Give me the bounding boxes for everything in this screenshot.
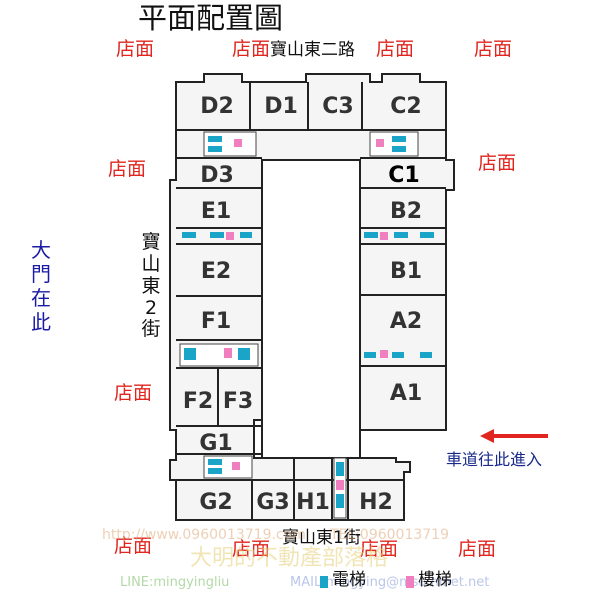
unit-label: F1	[201, 309, 231, 334]
page-title: 平面配置圖	[138, 1, 284, 35]
unit-label: B1	[390, 259, 422, 284]
unit-label: C2	[390, 94, 421, 119]
unit-label: F2	[183, 389, 213, 414]
watermark-tel: TEL:0960013719	[330, 527, 449, 543]
courtyard	[261, 159, 361, 459]
unit-label: A2	[390, 309, 422, 334]
elevator-mark	[240, 232, 252, 238]
unit-label: G1	[199, 431, 232, 456]
elevator-mark	[208, 468, 222, 474]
elevator-mark	[364, 352, 376, 358]
unit-label: F3	[223, 389, 253, 414]
unit-label: C3	[322, 94, 353, 119]
stairs-mark	[376, 139, 384, 147]
stairs-mark	[226, 232, 234, 240]
elevator-mark	[392, 146, 406, 152]
stairs-mark	[224, 348, 232, 358]
road-south-label: 寶山東1街	[282, 528, 361, 548]
unit-label: E1	[201, 199, 231, 224]
unit-label: H1	[296, 490, 330, 515]
unit-label: C1	[388, 163, 419, 188]
core-box	[203, 131, 257, 157]
shop-label: 店面	[478, 152, 517, 174]
shop-label: 店面	[114, 535, 153, 557]
elevator-mark	[182, 232, 196, 238]
watermark-agency: 大明的不動產部落格	[190, 546, 389, 571]
elevator-mark	[208, 136, 222, 142]
road-west-label: 寶山東2街	[141, 231, 161, 341]
ramp-arrow-head	[480, 429, 494, 443]
stairs-mark	[380, 350, 388, 358]
ramp-label: 車道往此進入	[446, 450, 543, 469]
elevator-mark	[420, 232, 434, 238]
stairs-legend-swatch	[406, 576, 414, 588]
elevator-mark	[336, 494, 344, 508]
elevator-mark	[238, 348, 250, 360]
elevator-legend-swatch	[320, 576, 328, 588]
stairs-legend-label: 樓梯	[418, 570, 452, 590]
shop-label: 店面	[116, 38, 155, 60]
unit-label: D1	[264, 94, 298, 119]
elevator-mark	[392, 352, 404, 358]
shop-label: 店面	[232, 538, 271, 560]
elevator-stair-cores	[179, 131, 434, 519]
shop-label: 店面	[114, 382, 153, 404]
elevator-mark	[364, 232, 378, 238]
elevator-mark	[210, 232, 224, 238]
shop-label: 店面	[376, 38, 415, 60]
unit-label: D2	[200, 94, 234, 119]
elevator-mark	[208, 146, 222, 152]
elevator-legend-label: 電梯	[332, 570, 366, 590]
elevator-mark	[392, 136, 406, 142]
stairs-mark	[380, 232, 388, 240]
unit-label: B2	[390, 199, 422, 224]
unit-label: G3	[256, 490, 289, 515]
elevator-mark	[420, 352, 432, 358]
shop-label: 店面	[458, 538, 497, 560]
unit-label: H2	[359, 490, 393, 515]
stairs-mark	[234, 139, 242, 147]
elevator-mark	[184, 348, 196, 360]
stairs-mark	[336, 480, 344, 490]
ramp-arrow-icon	[480, 429, 548, 443]
unit-label: G2	[199, 490, 232, 515]
shop-label: 店面	[108, 158, 147, 180]
road-north-label: 寶山東二路	[270, 40, 355, 60]
watermark-line: LINE:mingyingliu	[120, 575, 230, 590]
unit-label: A1	[390, 381, 422, 406]
shop-label: 店面	[360, 538, 399, 560]
shop-label: 店面	[474, 38, 513, 60]
elevator-mark	[336, 462, 344, 476]
elevator-mark	[208, 459, 222, 465]
unit-a-block	[359, 294, 447, 431]
watermark-mail: MAIL:mingying@msa.hinet.net	[290, 575, 490, 590]
main-gate-label: 大門在此	[31, 238, 51, 334]
stairs-mark	[232, 462, 240, 470]
unit-label: D3	[200, 163, 234, 188]
elevator-mark	[394, 232, 408, 238]
unit-label: E2	[201, 259, 231, 284]
watermark-url: http://www.0960013719.com	[102, 527, 306, 543]
shop-label: 店面	[232, 38, 271, 60]
